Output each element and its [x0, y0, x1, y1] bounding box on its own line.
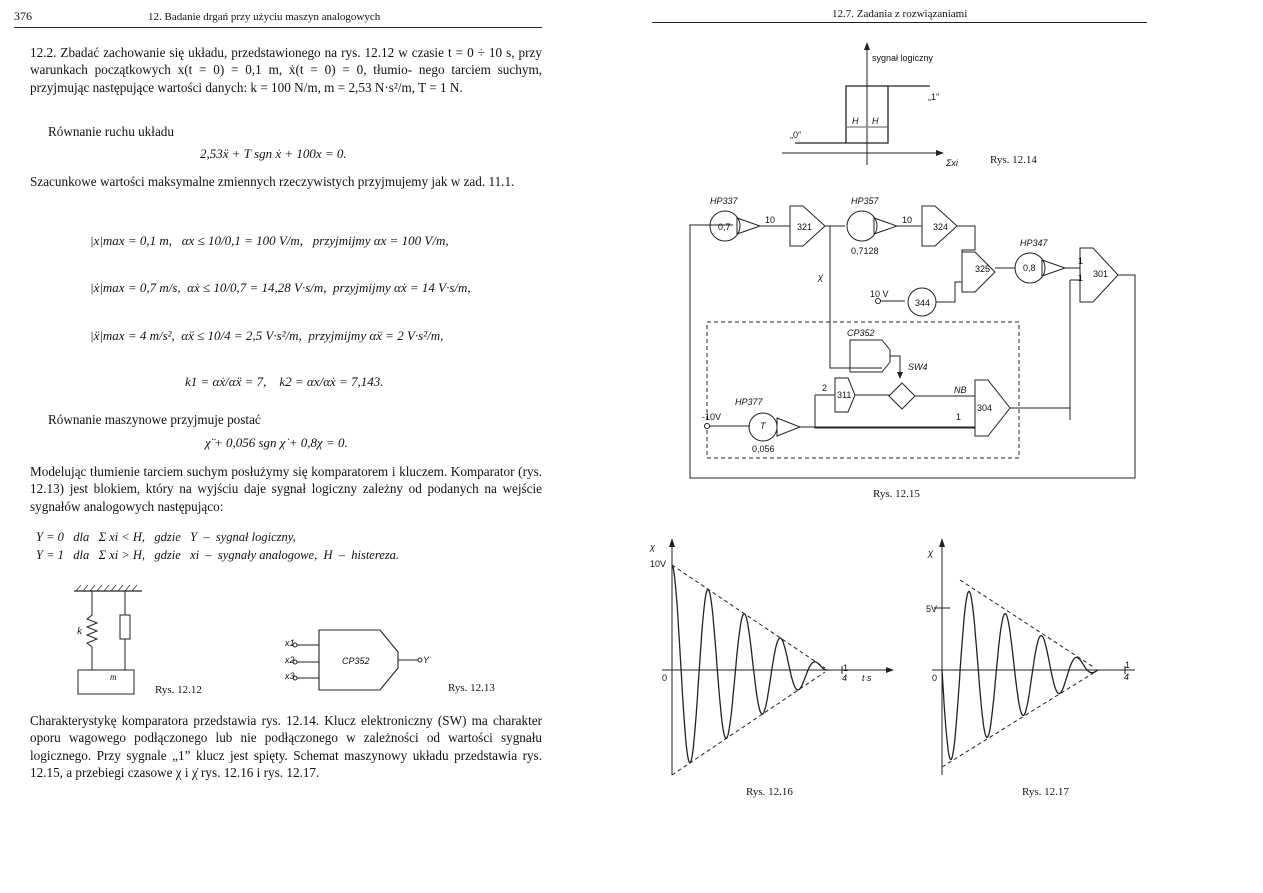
running-header-right: 12.7. Zadania z rozwiązaniami	[832, 8, 968, 20]
machine-equation: χ̈ + 0,056 sgn χ̇ + 0,8χ = 0.	[205, 435, 348, 450]
figure-12-13-comparator	[292, 629, 423, 691]
chidot-curve	[941, 590, 1099, 761]
hysteresis-right-label: H	[872, 116, 879, 126]
motion-eq-label: Równanie ruchu układu	[48, 124, 174, 139]
sw4-label: SW4	[908, 362, 928, 372]
k-coefficients: k1 = αẋ/αẍ = 7, k2 = αx/αẋ = 7,143.	[185, 374, 384, 389]
chi-curve	[671, 564, 829, 764]
gain-1a-label: 1	[1078, 256, 1084, 266]
level-one-label: „1”	[928, 92, 939, 102]
fig-12-14-caption: Rys. 12.14	[990, 154, 1037, 166]
fig-12-13-caption: Rys. 12.13	[448, 682, 495, 694]
fig-12-12-caption: Rys. 12.12	[155, 684, 202, 696]
sum-304-label: 304	[977, 403, 993, 413]
int-324-label: 324	[933, 222, 949, 232]
chidot-t-tick: 4	[1124, 672, 1130, 682]
pot-T-label: T	[760, 421, 766, 431]
header-rule-left	[14, 27, 542, 28]
chi-axis-label: χ	[650, 542, 655, 552]
fig-12-17-caption: Rys. 12.17	[1022, 786, 1069, 798]
logic-signal-label: sygnał logiczny	[872, 53, 934, 63]
cp-output: Y	[423, 655, 430, 665]
fig-12-16-caption: Rys. 12.16	[746, 786, 793, 798]
spring-label: k	[77, 625, 82, 637]
mass-label: m	[110, 672, 117, 682]
figure-12-14-hysteresis	[782, 42, 944, 165]
nb-label: NB	[954, 385, 967, 395]
chi-origin: 0	[662, 673, 668, 683]
cp352-schematic-label: CP352	[847, 328, 875, 338]
chi-t-tick: 4	[842, 673, 848, 683]
fig-12-15-caption: Rys. 12.15	[873, 488, 920, 500]
closing-text: Charakterystykę komparatora przedstawia …	[30, 713, 542, 781]
int-321-label: 321	[797, 222, 813, 232]
hysteresis-left-label: H	[852, 116, 859, 126]
scale-line-x: |x|max = 0,1 m, αx ≤ 10/0,1 = 100 V/m, p…	[90, 233, 449, 248]
chidot-y-tick: 5V	[926, 604, 938, 614]
sum-x-label: Σxi	[946, 158, 958, 168]
hp377-label: HP377	[735, 397, 763, 407]
src-10v-label: 10 V	[870, 289, 889, 299]
chidot-origin: 0	[932, 673, 938, 683]
hp357-label: HP357	[851, 196, 879, 206]
task-intro: 12.2. Zbadać zachowanie się układu, prze…	[30, 45, 542, 95]
sum-325-label: 325	[975, 264, 991, 274]
gain-1b-label: 1	[1078, 273, 1084, 283]
figure-12-16-chi-plot	[662, 538, 894, 776]
src-minus10v-label: -10V	[702, 412, 722, 422]
figure-12-12-spring-mass	[74, 585, 142, 695]
hp347-label: HP347	[1020, 238, 1048, 248]
hp337-label: HP337	[710, 196, 738, 206]
scale-line-xdot: |ẋ|max = 0,7 m/s, αẋ ≤ 10/0,7 = 14,28 V·…	[90, 280, 471, 295]
motion-equation: 2,53ẍ + T sgn ẋ + 100x = 0.	[200, 146, 347, 161]
sum-311-label: 311	[837, 390, 852, 400]
pot-07128-label: 0,7128	[851, 246, 879, 256]
xdot-tap-label: χ̇	[818, 272, 823, 282]
level-zero-label: „0”	[790, 130, 801, 140]
scale-line-xddot: |ẍ|max = 4 m/s², αẍ ≤ 10/4 = 2,5 V·s²/m,…	[90, 328, 444, 343]
chi-t-unit: t s	[862, 673, 872, 683]
page-number: 376	[14, 9, 32, 23]
running-header-left: 12. Badanie drgań przy użyciu maszyn ana…	[148, 11, 381, 23]
rule-line-2: Y = 1 dla Σ xi > H, gdzie xi – sygnały a…	[36, 548, 400, 562]
pot-0056-label: 0,056	[752, 444, 775, 454]
sum-301-label: 301	[1093, 269, 1109, 279]
machine-eq-label: Równanie maszynowe przyjmuje postać	[48, 412, 261, 427]
cp-block-label: CP352	[342, 656, 370, 666]
cp-input-1: x1	[285, 638, 295, 648]
gain-10a-label: 10	[765, 215, 776, 225]
rule-line-1: Y = 0 dla Σ xi < H, gdzie Y – sygnał log…	[36, 530, 296, 544]
figure-12-15-schematic	[689, 205, 1136, 479]
chi-t-mark: 1	[843, 663, 849, 673]
gain-10b-label: 10	[902, 215, 913, 225]
chidot-t-mark: 1	[1125, 660, 1131, 670]
figure-12-17-chidot-plot	[932, 538, 1135, 775]
comparator-text: Modelując tłumienie tarciem suchym posłu…	[30, 464, 542, 514]
cp-input-3: x3	[285, 671, 295, 681]
cp-input-2: x2	[285, 655, 295, 665]
pot-08-label: 0,8	[1023, 263, 1036, 273]
gain-2-label: 2	[822, 383, 828, 393]
pot-07-label: 0,7	[718, 222, 731, 232]
chidot-axis-label: χ̇	[928, 548, 933, 558]
chi-y-tick: 10V	[650, 559, 667, 569]
gain-1c-label: 1	[956, 412, 962, 422]
pot-344-label: 344	[915, 298, 931, 308]
header-rule-right	[652, 22, 1147, 23]
estimate-text: Szacunkowe wartości maksymalne zmiennych…	[30, 174, 515, 189]
